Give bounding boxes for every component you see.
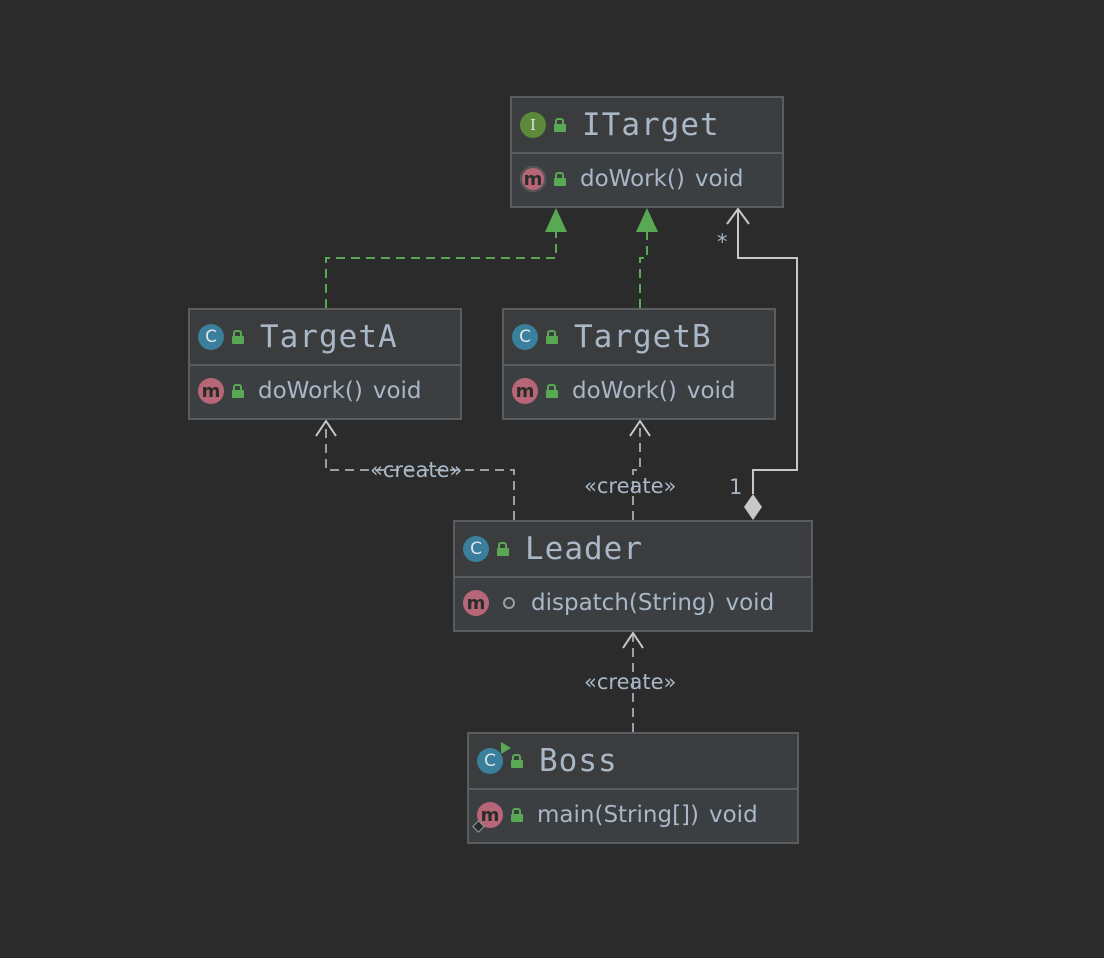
- targetb-title: TargetB: [574, 319, 712, 355]
- method-return-type: void: [372, 378, 422, 404]
- class-icon: C: [512, 324, 538, 350]
- implements-line-targeta: [325, 230, 557, 308]
- method-signature: doWork(): [572, 378, 677, 404]
- boss-member-row[interactable]: m main(String[]) void: [469, 790, 797, 840]
- leader-header: C Leader: [455, 522, 811, 578]
- method-return-type: void: [725, 590, 775, 616]
- boss-node[interactable]: C Boss m main(String[]) void: [467, 732, 799, 844]
- boss-title: Boss: [539, 743, 618, 779]
- targeta-member-row[interactable]: m doWork() void: [190, 366, 460, 416]
- implements-arrowhead-targeta: [545, 208, 567, 232]
- run-icon: [501, 742, 511, 754]
- create-arrowhead-targeta: [315, 419, 337, 437]
- public-lock-icon: [497, 542, 511, 556]
- class-icon: C: [463, 536, 489, 562]
- targeta-header: C TargetA: [190, 310, 460, 366]
- implements-line-targetb: [639, 230, 648, 308]
- public-lock-icon: [554, 118, 568, 132]
- boss-header: C Boss: [469, 734, 797, 790]
- create-label-targeta: «create»: [370, 458, 463, 482]
- leader-member-row[interactable]: m dispatch(String) void: [455, 578, 811, 628]
- create-line-targeta: [325, 422, 515, 520]
- create-label-leader: «create»: [584, 670, 677, 694]
- leader-title: Leader: [525, 531, 643, 567]
- create-label-targetb: «create»: [584, 474, 677, 498]
- public-lock-icon: [511, 754, 525, 768]
- itarget-header: I ITarget: [512, 98, 782, 154]
- method-signature: doWork(): [258, 378, 363, 404]
- method-return-type: void: [709, 802, 758, 828]
- itarget-member-row[interactable]: m doWork() void: [512, 154, 782, 204]
- method-return-type: void: [694, 166, 744, 192]
- leader-node[interactable]: C Leader m dispatch(String) void: [453, 520, 813, 632]
- method-return-type: void: [686, 378, 736, 404]
- itarget-node[interactable]: I ITarget m doWork() void: [510, 96, 784, 208]
- abstract-method-icon: m: [520, 166, 546, 192]
- public-lock-icon: [554, 172, 568, 186]
- create-line-targetb: [632, 422, 641, 520]
- targetb-member-row[interactable]: m doWork() void: [504, 366, 774, 416]
- composition-diamond: [744, 494, 762, 520]
- itarget-title: ITarget: [582, 107, 720, 143]
- public-lock-icon: [511, 808, 525, 822]
- interface-icon: I: [520, 112, 546, 138]
- targeta-node[interactable]: C TargetA m doWork() void: [188, 308, 462, 420]
- method-signature: doWork(): [580, 166, 685, 192]
- public-lock-icon: [546, 330, 560, 344]
- method-icon: m: [463, 590, 489, 616]
- method-signature: dispatch(String): [531, 590, 716, 616]
- method-icon: m: [198, 378, 224, 404]
- public-lock-icon: [232, 384, 246, 398]
- create-arrowhead-targetb: [629, 419, 651, 437]
- method-signature: main(String[]): [537, 802, 699, 828]
- implements-arrowhead-targetb: [636, 208, 658, 232]
- targetb-header: C TargetB: [504, 310, 774, 366]
- method-icon: m: [512, 378, 538, 404]
- targetb-node[interactable]: C TargetB m doWork() void: [502, 308, 776, 420]
- static-method-icon: m: [472, 802, 503, 833]
- multiplicity-target: *: [717, 230, 728, 254]
- runnable-class-icon: C: [477, 742, 511, 774]
- multiplicity-source: 1: [729, 475, 743, 499]
- public-lock-icon: [232, 330, 246, 344]
- class-icon: C: [198, 324, 224, 350]
- create-arrowhead-leader: [622, 631, 644, 649]
- package-private-icon: [503, 597, 515, 609]
- public-lock-icon: [546, 384, 560, 398]
- composition-line: [737, 210, 798, 494]
- composition-arrowhead: [726, 207, 750, 225]
- targeta-title: TargetA: [260, 319, 398, 355]
